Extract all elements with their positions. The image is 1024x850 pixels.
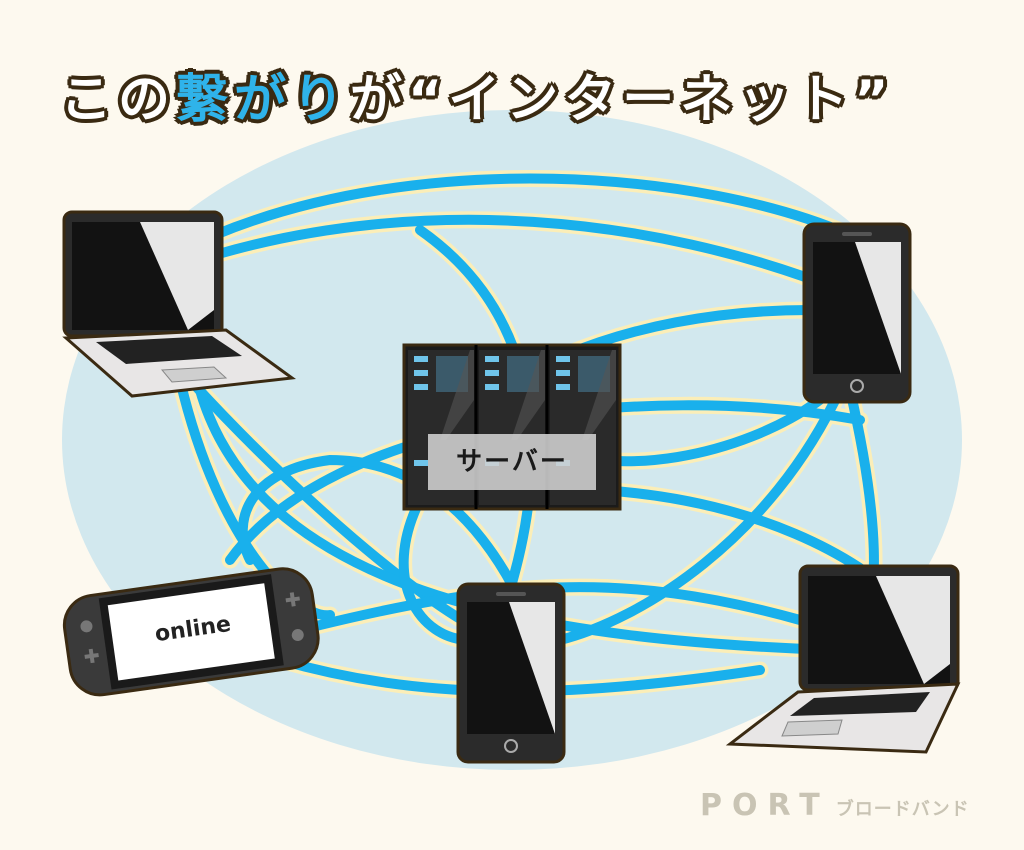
game-console-icon — [62, 567, 320, 697]
smartphone-icon — [802, 222, 912, 404]
logo-sub: ブロードバンド — [835, 799, 970, 820]
title-highlight: 繋がり — [176, 70, 351, 130]
laptop-icon — [62, 210, 297, 398]
smartphone-icon-2 — [456, 582, 566, 764]
title-part2: が“インターネット” — [350, 70, 895, 130]
server-label: サーバー — [428, 434, 596, 490]
network-cables — [175, 173, 905, 697]
page-title: この繋がりが“インターネット” — [60, 55, 940, 145]
logo-main: PORT — [700, 788, 830, 823]
title-part1: この — [60, 70, 177, 130]
laptop-icon-2 — [725, 564, 961, 754]
